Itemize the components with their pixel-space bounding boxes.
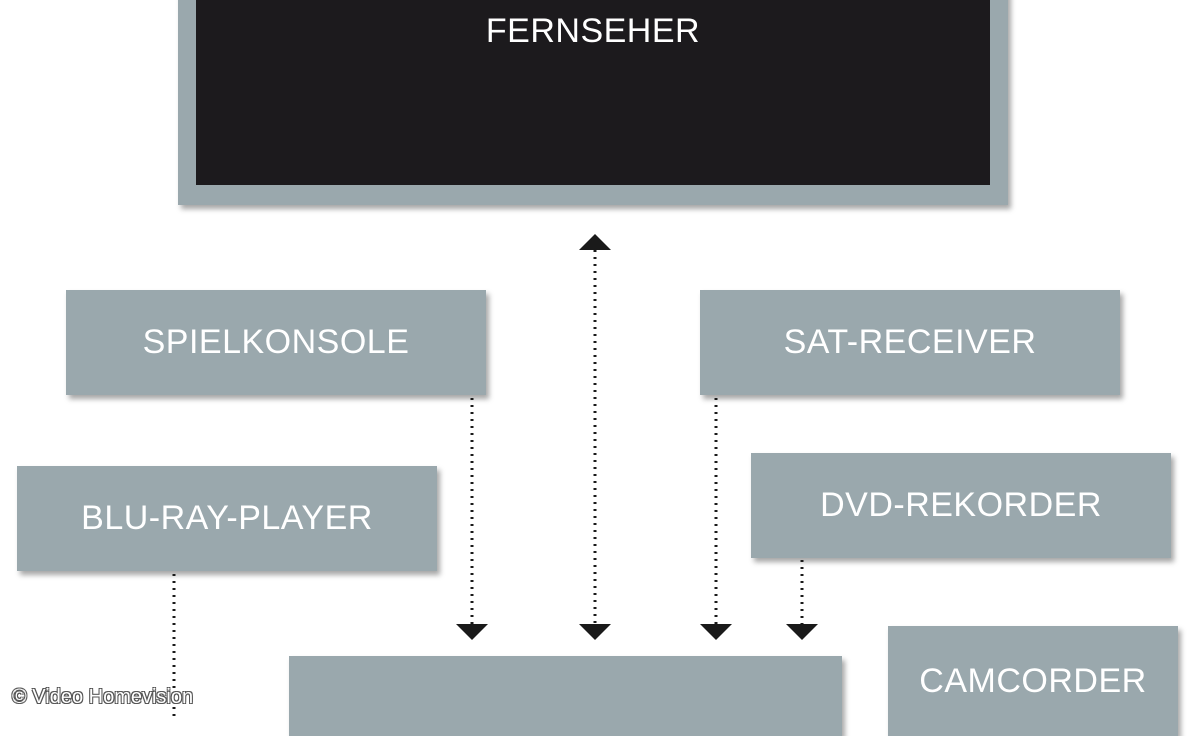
box-spielkonsole: SPIELKONSOLE [66,290,486,395]
arrow-down-spielkonsole [456,624,488,640]
connectors [172,234,818,720]
box-sat-receiver: SAT-RECEIVER [700,290,1120,395]
tv-screen: FERNSEHER [196,0,990,185]
box-camcorder: CAMCORDER [888,626,1178,736]
copyright-notice: © Video Homevision [12,686,194,708]
arrow-up-tv [579,234,611,250]
arrow-down-dvd-rekorder [786,624,818,640]
arrow-down-sat-receiver [700,624,732,640]
box-dvd-rekorder: DVD-REKORDER [751,453,1171,558]
arrow-down-center [579,624,611,640]
box-bluray-player: BLU-RAY-PLAYER [17,466,437,571]
tv-frame: FERNSEHER [178,0,1008,205]
tv-label: FERNSEHER [485,12,701,50]
